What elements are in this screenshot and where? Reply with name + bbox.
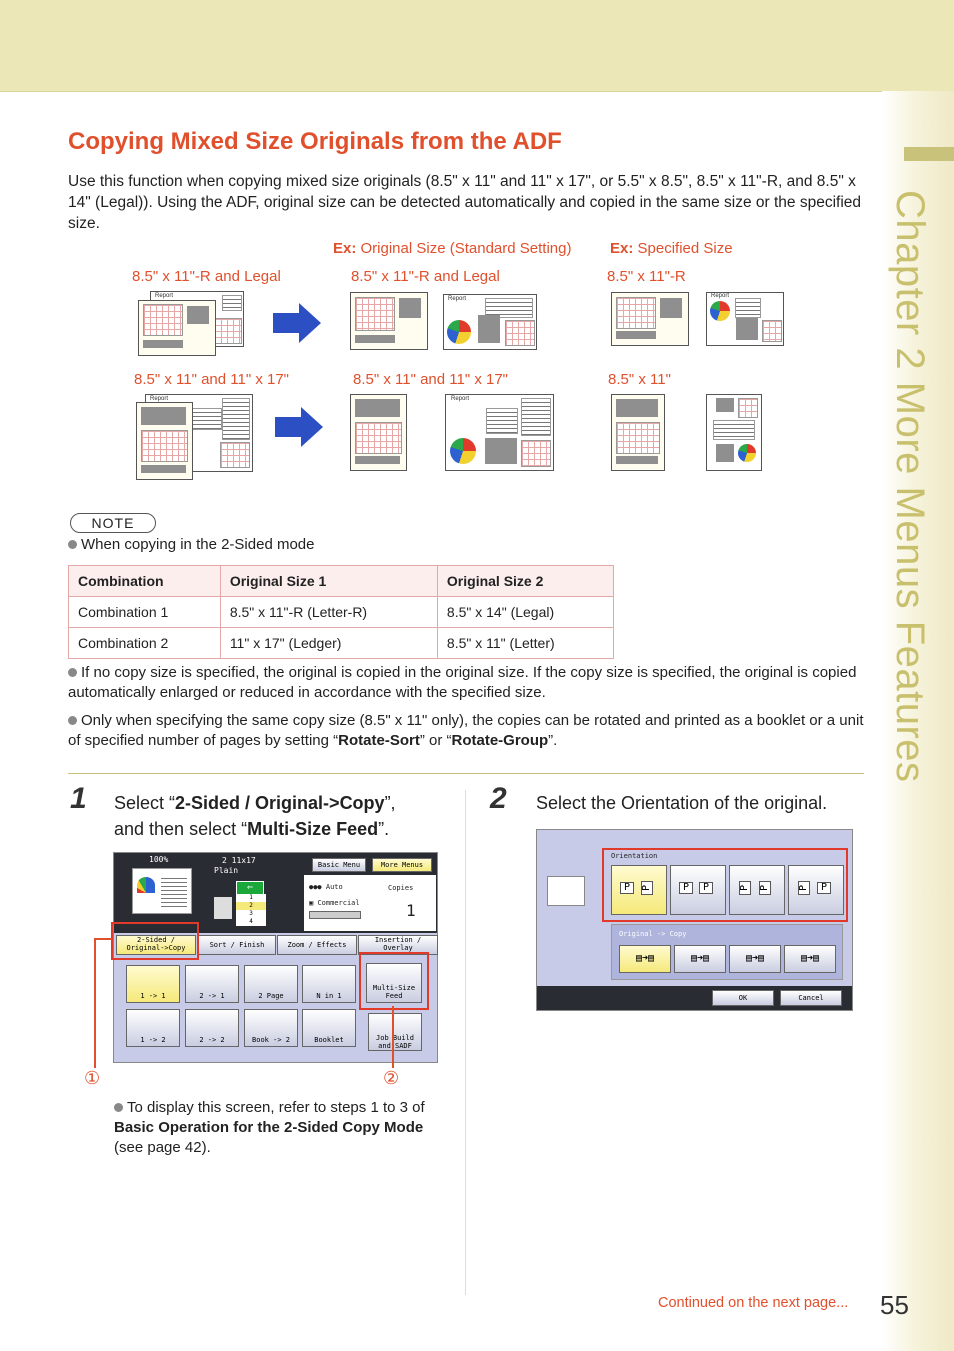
chapter-title: Chapter 2 More Menus Features [888, 190, 932, 783]
copy-screen: 100% 2 11x17 Plain ⇐ 1 2 3 4 Basic Menu … [113, 852, 438, 1063]
mode-2-2-button[interactable]: 2 -> 2 [185, 1009, 239, 1047]
table-row: Combination 2 11" x 17" (Ledger) 8.5" x … [68, 627, 615, 659]
note-bullet-copy-size: If no copy size is specified, the origin… [68, 664, 857, 701]
original-copy-option-2[interactable]: ▤➜▤ [674, 945, 726, 973]
example-standard-heading: Ex: Original Size (Standard Setting) [333, 240, 572, 257]
stack-icon [214, 897, 232, 919]
multi-size-feed-button[interactable]: Multi-Size Feed [366, 963, 422, 1003]
preview-image [132, 868, 192, 914]
cancel-button[interactable]: Cancel [780, 990, 842, 1006]
arrow-icon [273, 303, 321, 343]
row1-specified-label: 8.5" x 11"-R [607, 268, 686, 285]
mode-1-1-button[interactable]: 1 -> 1 [126, 965, 180, 1003]
original-copy-option-4[interactable]: ▤➜▤ [784, 945, 836, 973]
more-menus-tab[interactable]: More Menus [372, 858, 432, 872]
note-bullet-rotate: Only when specifying the same copy size … [68, 712, 864, 749]
column-divider [465, 790, 466, 1295]
basic-menu-tab[interactable]: Basic Menu [312, 858, 366, 872]
row1-standard-label: 8.5" x 11"-R and Legal [351, 268, 500, 285]
document-icon [547, 876, 585, 906]
tab-sort-finish[interactable]: Sort / Finish [198, 935, 276, 955]
highlight-multi-size-feed [359, 952, 429, 1010]
original-copy-label: Original -> Copy [619, 930, 687, 938]
arrow-left-icon: ⇐ [236, 881, 264, 895]
row1-original-label: 8.5" x 11"-R and Legal [132, 268, 281, 285]
paper-size-label: 2 11x17 [222, 856, 256, 865]
original-copy-option-3[interactable]: ▤➜▤ [729, 945, 781, 973]
combination-table: Combination Original Size 1 Original Siz… [68, 565, 615, 659]
chapter-tab [904, 147, 954, 161]
mode-n-in-1-button[interactable]: N in 1 [302, 965, 356, 1003]
step-2-text: Select the Orientation of the original. [536, 793, 828, 813]
table-header: Original Size 2 [436, 565, 615, 597]
row2-original-label: 8.5" x 11" and 11" x 17" [134, 371, 290, 388]
arrow-icon [275, 407, 323, 447]
original-copy-option-1[interactable]: ▤➜▤ [619, 945, 671, 973]
tab-2-sided[interactable]: 2-Sided / Original->Copy [116, 935, 196, 955]
highlight-orientation [602, 848, 848, 922]
paper-type-label: Plain [214, 866, 239, 875]
step-2-number: 2 [490, 782, 507, 815]
copies-count: 1 [406, 901, 416, 920]
side-band [882, 91, 954, 1351]
row2-specified-label: 8.5" x 11" [608, 371, 671, 388]
divider [68, 773, 864, 774]
row2-standard-label: 8.5" x 11" and 11" x 17" [353, 371, 509, 388]
callout-2: ② [383, 1068, 400, 1088]
note-bullet-2sided: When copying in the 2-Sided mode [68, 535, 314, 555]
table-header: Combination [68, 565, 221, 597]
note-label: NOTE [70, 513, 156, 533]
mode-2-page-button[interactable]: 2 Page [244, 965, 298, 1003]
step-1-text: Select “2-Sided / Original->Copy”,and th… [114, 793, 396, 839]
job-build-sadf-button[interactable]: Job Build and SADF [368, 1013, 422, 1051]
mode-book-2-button[interactable]: Book -> 2 [244, 1009, 298, 1047]
mode-1-2-button[interactable]: 1 -> 2 [126, 1009, 180, 1047]
example-specified-heading: Ex: Specified Size [610, 240, 733, 257]
continued-note: Continued on the next page... [658, 1295, 849, 1311]
highlight-2-sided-tab [111, 922, 199, 960]
orientation-label: Orientation [611, 852, 658, 860]
mode-2-1-button[interactable]: 2 -> 1 [185, 965, 239, 1003]
tab-insertion-overlay[interactable]: Insertion / Overlay [358, 935, 438, 955]
copies-label: Copies [388, 884, 414, 892]
original-type-label: ▣ Commercial [309, 899, 360, 907]
density-bar[interactable] [309, 911, 361, 919]
table-row: Combination 1 8.5" x 11"-R (Letter-R) 8.… [68, 596, 615, 628]
callout-1: ① [84, 1068, 101, 1088]
ok-button[interactable]: OK [712, 990, 774, 1006]
header-band [0, 0, 954, 92]
section-title: Copying Mixed Size Originals from the AD… [68, 128, 562, 155]
mode-booklet-button[interactable]: Booklet [302, 1009, 356, 1047]
intro-paragraph: Use this function when copying mixed siz… [68, 173, 861, 232]
color-mode-label: ●●● Auto [309, 883, 343, 891]
tab-zoom-effects[interactable]: Zoom / Effects [277, 935, 357, 955]
step-1-note: To display this screen, refer to steps 1… [114, 1099, 425, 1156]
step-1-number: 1 [70, 782, 87, 815]
page-number: 55 [880, 1290, 909, 1320]
table-header: Original Size 1 [219, 565, 438, 597]
